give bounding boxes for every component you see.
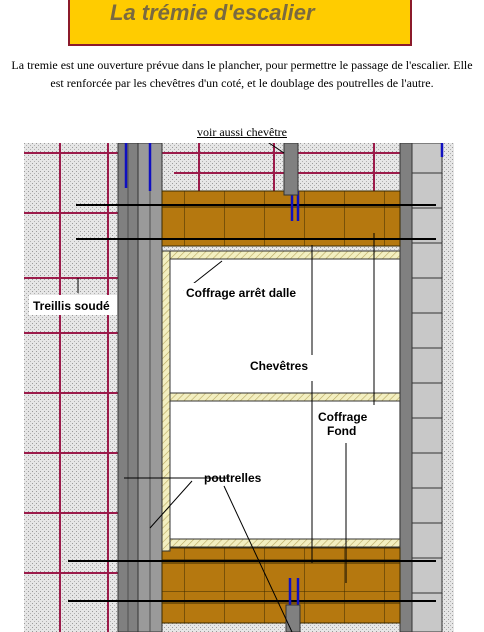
rebar-mesh bbox=[24, 143, 404, 632]
label-treillis: Treillis soudé bbox=[33, 299, 110, 313]
label-poutrelles: poutrelles bbox=[204, 471, 262, 485]
coffrage-bottom bbox=[169, 538, 401, 548]
bottom-stub bbox=[285, 604, 301, 632]
top-stub bbox=[283, 143, 299, 196]
blue-bars bbox=[124, 143, 444, 609]
label-coffrage-fond-2: Fond bbox=[327, 424, 356, 438]
leader-lines bbox=[77, 143, 375, 632]
main-rebars bbox=[68, 204, 436, 602]
intro-paragraph: La tremie est une ouverture prévue dans … bbox=[11, 58, 473, 90]
right-block-column bbox=[411, 143, 443, 632]
label-coffrage-arret: Coffrage arrêt dalle bbox=[186, 286, 296, 300]
see-also-link[interactable]: voir aussi chevêtre bbox=[197, 125, 287, 139]
label-chevetres: Chevêtres bbox=[250, 359, 308, 373]
top-chevetre bbox=[161, 190, 401, 247]
coffrage-top bbox=[169, 250, 401, 260]
coffrage-left bbox=[161, 250, 171, 552]
bottom-chevetre bbox=[161, 547, 401, 624]
coffrage-middle bbox=[169, 392, 401, 402]
title-box: La trémie d'escalier bbox=[68, 0, 412, 46]
page-title: La trémie d'escalier bbox=[110, 0, 315, 25]
stairwell-diagram: Treillis soudé Coffrage arrêt dalle Chev… bbox=[24, 143, 454, 632]
label-coffrage-fond-1: Coffrage bbox=[318, 410, 368, 424]
treillis-label-bg bbox=[29, 295, 117, 315]
right-poutrelle bbox=[399, 143, 413, 632]
